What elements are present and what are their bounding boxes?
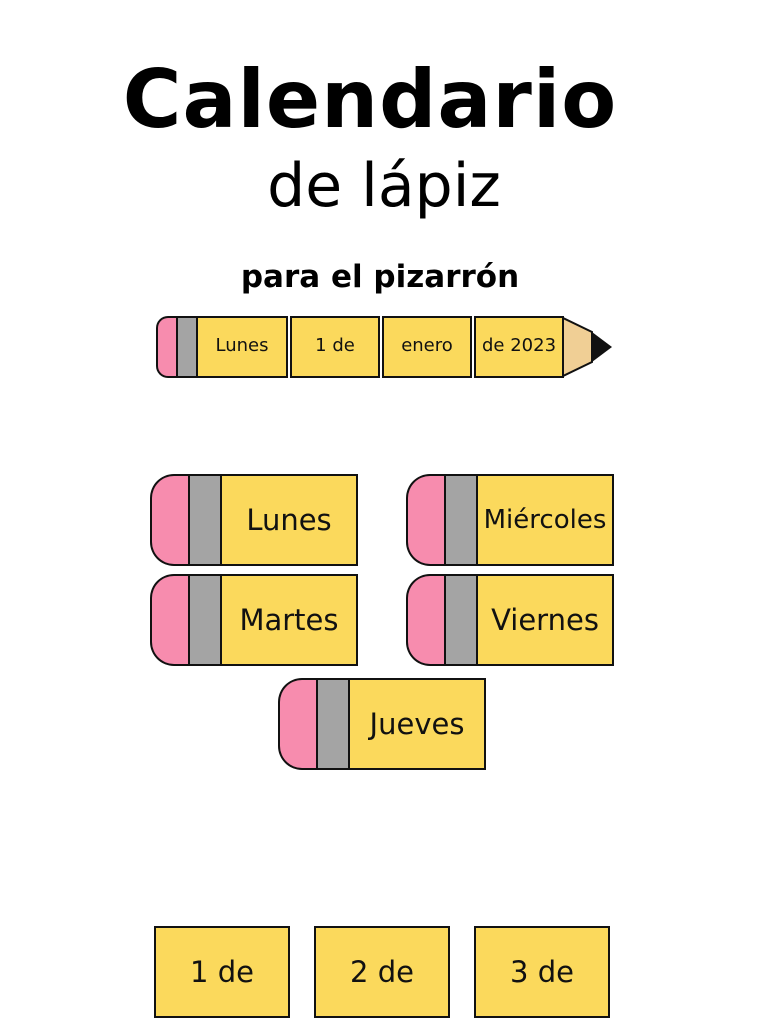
day-label: Lunes <box>220 474 358 566</box>
sample-pencil-strip: Lunes 1 de enero de 2023 <box>156 316 616 378</box>
pencil-eraser <box>278 678 316 770</box>
pencil-ferrule <box>188 474 222 566</box>
strip-segment-month: enero <box>382 316 472 378</box>
strip-segment-day: Lunes <box>196 316 288 378</box>
date-card-1[interactable]: 1 de <box>154 926 290 1018</box>
day-pencil-miercoles[interactable]: Miércoles <box>406 474 614 566</box>
date-card-2[interactable]: 2 de <box>314 926 450 1018</box>
page-subtitle: de lápiz <box>267 151 501 221</box>
pencil-tip-icon <box>562 316 612 378</box>
pencil-eraser <box>406 574 444 666</box>
date-card-3[interactable]: 3 de <box>474 926 610 1018</box>
pencil-eraser <box>150 474 188 566</box>
pencil-eraser <box>406 474 444 566</box>
day-label: Miércoles <box>476 474 614 566</box>
pencil-ferrule <box>444 574 478 666</box>
day-pencil-lunes[interactable]: Lunes <box>150 474 358 566</box>
day-pencil-jueves[interactable]: Jueves <box>278 678 486 770</box>
pencil-eraser <box>156 316 178 378</box>
pencil-ferrule <box>316 678 350 770</box>
page-caption: para el pizarrón <box>240 259 520 295</box>
strip-segment-date: 1 de <box>290 316 380 378</box>
pencil-ferrule <box>188 574 222 666</box>
day-label: Jueves <box>348 678 486 770</box>
day-label: Viernes <box>476 574 614 666</box>
pencil-eraser <box>150 574 188 666</box>
day-label: Martes <box>220 574 358 666</box>
page-title: Calendario <box>122 53 618 146</box>
day-pencil-martes[interactable]: Martes <box>150 574 358 666</box>
strip-segment-year: de 2023 <box>474 316 564 378</box>
day-pencil-viernes[interactable]: Viernes <box>406 574 614 666</box>
pencil-ferrule <box>444 474 478 566</box>
